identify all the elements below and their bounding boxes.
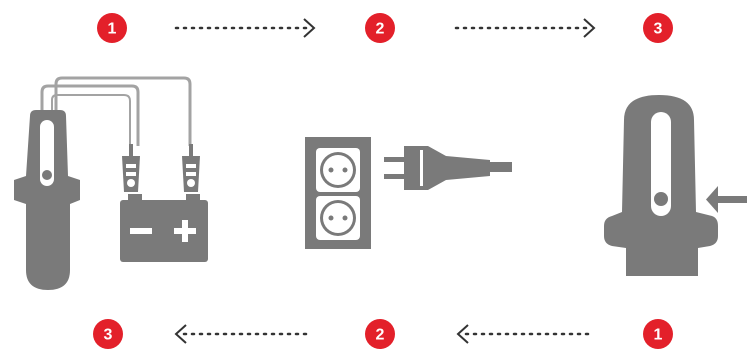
jump-starter-clamps-battery-icon [14,76,208,290]
bottom-arrow-1-to-2 [456,324,596,344]
bottom-step-2-label: 2 [376,327,385,344]
top-step-3-badge: 3 [643,13,673,43]
top-step-2-label: 2 [376,21,385,38]
bottom-step-3-badge: 3 [93,319,123,349]
bottom-step-1-badge: 1 [643,319,673,349]
bottom-step-2-badge: 2 [365,319,395,349]
top-step-3-label: 3 [654,21,663,38]
device-insert-arrow-icon [604,95,747,276]
bottom-arrow-2-to-3 [174,324,314,344]
top-arrow-2-to-3 [454,18,596,38]
bottom-step-1-label: 1 [654,327,663,344]
wall-socket-plug-icon [305,137,512,249]
top-step-1-label: 1 [108,21,117,38]
bottom-step-3-label: 3 [104,327,113,344]
top-step-1-badge: 1 [97,13,127,43]
top-arrow-1-to-2 [174,18,316,38]
top-step-2-badge: 2 [365,13,395,43]
